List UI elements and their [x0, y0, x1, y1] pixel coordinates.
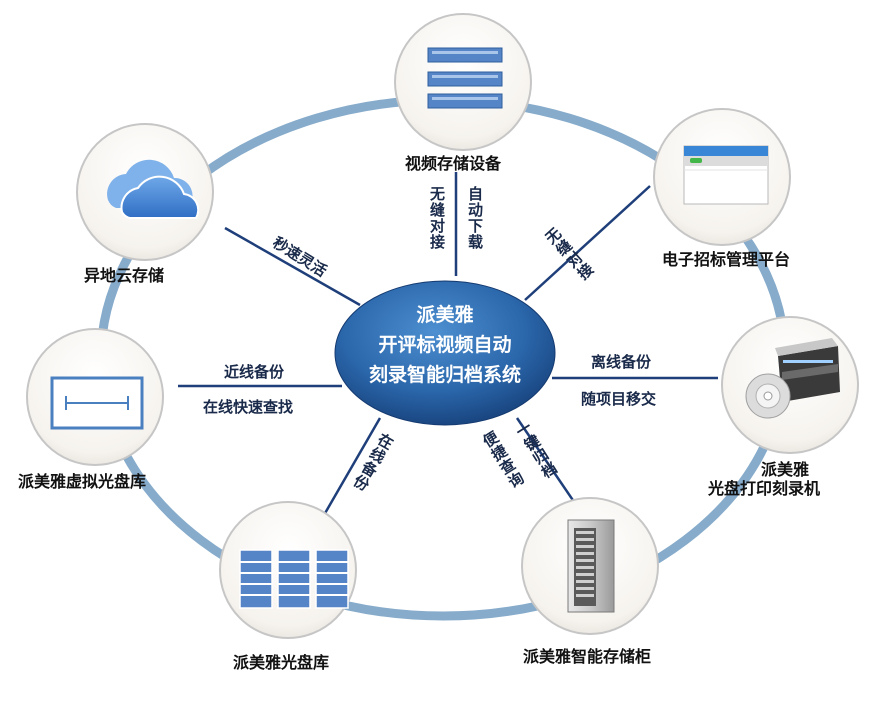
- virtual-library-icon: [50, 376, 144, 430]
- virtual-library-label: 派美雅虚拟光盘库: [18, 472, 147, 491]
- center-title-line-1: 派美雅: [416, 304, 474, 326]
- link-virtual-bottom: 在线快速查找: [203, 398, 294, 416]
- link-printer-top: 离线备份: [591, 353, 652, 371]
- bidding-platform-label: 电子招标管理平台: [662, 250, 791, 269]
- printer-label-line-2: 光盘打印刻录机: [708, 479, 821, 498]
- link-virtual-top: 近线备份: [224, 363, 285, 381]
- disc-printer-icon: [745, 338, 840, 419]
- center-title-line-2: 开评标视频自动: [378, 334, 512, 356]
- spoke-disc-library: [322, 417, 382, 516]
- cabinet-label: 派美雅智能存储柜: [523, 647, 652, 666]
- spokes: [178, 172, 718, 516]
- browser-window-icon: [683, 145, 769, 205]
- center-hub: [334, 280, 556, 426]
- link-video-right: 自动下载: [466, 186, 484, 250]
- spoke-cabinet: [515, 417, 585, 516]
- spoke-cloud: [224, 226, 361, 307]
- link-video-left: 无缝对接: [428, 186, 446, 250]
- spoke-platform: [524, 185, 651, 301]
- disc-library-icon: [239, 549, 349, 609]
- disc-library-label: 派美雅光盘库: [233, 653, 330, 672]
- link-printer-bottom: 随项目移交: [581, 390, 657, 408]
- cloud-label: 异地云存储: [84, 266, 165, 285]
- cloud-icon: [107, 159, 200, 219]
- video-storage-label: 视频存储设备: [405, 154, 502, 173]
- server-rack-icon: [427, 47, 503, 109]
- storage-cabinet-icon: [567, 519, 615, 613]
- center-title-line-3: 刻录智能归档系统: [368, 364, 521, 386]
- printer-label-line-1: 派美雅: [760, 460, 809, 479]
